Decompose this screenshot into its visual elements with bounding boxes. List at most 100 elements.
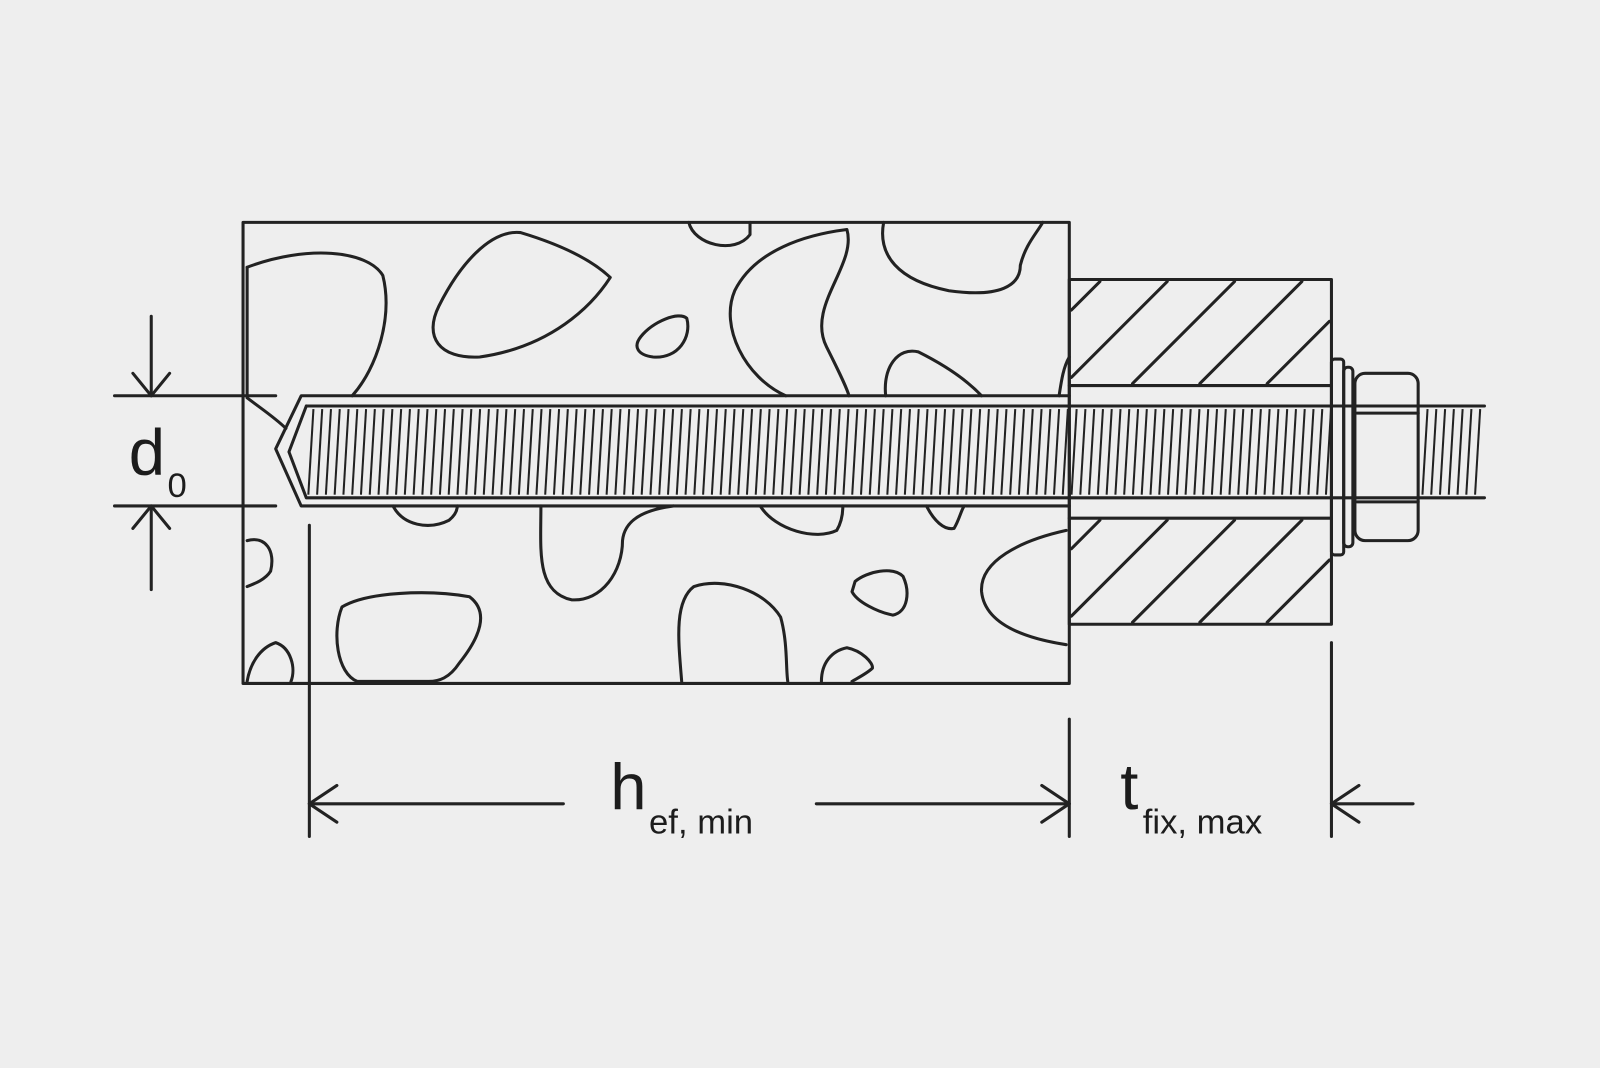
thread-line <box>544 408 552 495</box>
hef-min-subscript: ef, min <box>649 803 753 841</box>
thread-line <box>1289 408 1297 495</box>
thread-line <box>359 408 368 495</box>
hatch-line <box>1198 518 1304 624</box>
thread-line <box>772 408 780 495</box>
thread-line <box>1210 408 1219 495</box>
thread-line <box>351 408 359 495</box>
thread-line <box>938 408 947 495</box>
thread-line <box>596 408 604 495</box>
thread-line <box>1017 408 1026 495</box>
thread-line <box>1202 408 1210 495</box>
thread-line <box>649 408 657 495</box>
thread-line <box>745 408 754 495</box>
thread-line <box>658 408 666 495</box>
thread-line <box>824 408 833 495</box>
thread-line <box>342 408 350 495</box>
thread-line <box>763 408 771 495</box>
thread-line <box>816 408 824 495</box>
thread-line <box>491 408 499 495</box>
thread-line <box>1009 408 1017 495</box>
thread-line <box>1316 408 1324 495</box>
hatch-line <box>1069 518 1169 618</box>
thread-line <box>1114 408 1122 495</box>
thread-line <box>895 408 903 495</box>
aggregate-stones <box>245 220 1071 683</box>
thread-line <box>956 408 964 495</box>
drill-hole <box>274 394 1071 508</box>
thread-line <box>1219 408 1227 495</box>
thread-line <box>605 408 613 495</box>
thread-line <box>859 408 868 495</box>
thread-line <box>1447 408 1455 495</box>
thread-line <box>1131 408 1140 495</box>
thread-line <box>579 408 587 495</box>
thread-line <box>1307 408 1315 495</box>
thread-line <box>412 408 420 495</box>
thread-line <box>1465 408 1473 495</box>
thread-line <box>1088 408 1096 495</box>
thread-line <box>912 408 920 495</box>
thread-line <box>1254 408 1262 495</box>
thread-line <box>991 408 999 495</box>
thread-line <box>807 408 815 495</box>
thread-line <box>482 408 490 495</box>
thread-line <box>947 408 955 495</box>
thread-line <box>1044 408 1052 495</box>
thread-line <box>719 408 727 495</box>
thread-line <box>1000 408 1008 495</box>
thread-line <box>552 408 561 495</box>
thread-line <box>833 408 841 495</box>
thread-line <box>886 408 894 495</box>
thread-line <box>403 408 411 495</box>
thread-line <box>903 408 911 495</box>
tfix-max-subscript: fix, max <box>1143 803 1262 841</box>
thread-line <box>851 408 859 495</box>
d0-subscript: 0 <box>168 467 187 505</box>
thread-line <box>1430 408 1438 495</box>
thread-line <box>684 408 692 495</box>
thread-line <box>368 408 376 495</box>
hatch-line <box>1069 280 1169 379</box>
thread-line <box>710 408 718 495</box>
thread-line <box>430 408 438 495</box>
dimension-hef-min <box>307 523 1071 838</box>
thread-line <box>921 408 929 495</box>
thread-line <box>517 408 525 495</box>
thread-line <box>1263 408 1271 495</box>
thread-line <box>438 408 447 495</box>
d0-label: d <box>129 415 165 488</box>
thread-line <box>1140 408 1148 495</box>
thread-line <box>1052 408 1061 495</box>
thread-line <box>456 408 464 495</box>
hatch-line <box>1265 558 1331 624</box>
thread-line <box>316 408 324 495</box>
thread-line <box>623 408 631 495</box>
thread-line <box>1298 408 1306 495</box>
thread-line <box>1272 408 1280 495</box>
thread-line <box>1061 408 1069 495</box>
hatch-line <box>1131 518 1237 624</box>
thread-line <box>307 408 315 495</box>
thread-line <box>421 408 429 495</box>
tfix-max-label: t <box>1120 750 1138 823</box>
thread-line <box>535 408 543 495</box>
thread-line <box>1026 408 1034 495</box>
hatch-line <box>1069 518 1102 551</box>
thread-line <box>1070 408 1078 495</box>
hex-nut <box>1353 371 1420 543</box>
thread-line <box>702 408 710 495</box>
dimension-d0 <box>112 314 278 592</box>
thread-line <box>666 408 675 495</box>
thread-line <box>1184 408 1192 495</box>
thread-line <box>693 408 701 495</box>
thread-line <box>930 408 938 495</box>
hef-min-label: h <box>610 750 646 823</box>
concrete-base <box>241 220 1071 685</box>
threaded-rod <box>287 404 1486 500</box>
thread-line <box>386 408 394 495</box>
thread-line <box>842 408 850 495</box>
thread-line <box>1193 408 1201 495</box>
thread-line <box>526 408 534 495</box>
washer <box>1329 357 1355 557</box>
thread-line <box>1228 408 1236 495</box>
